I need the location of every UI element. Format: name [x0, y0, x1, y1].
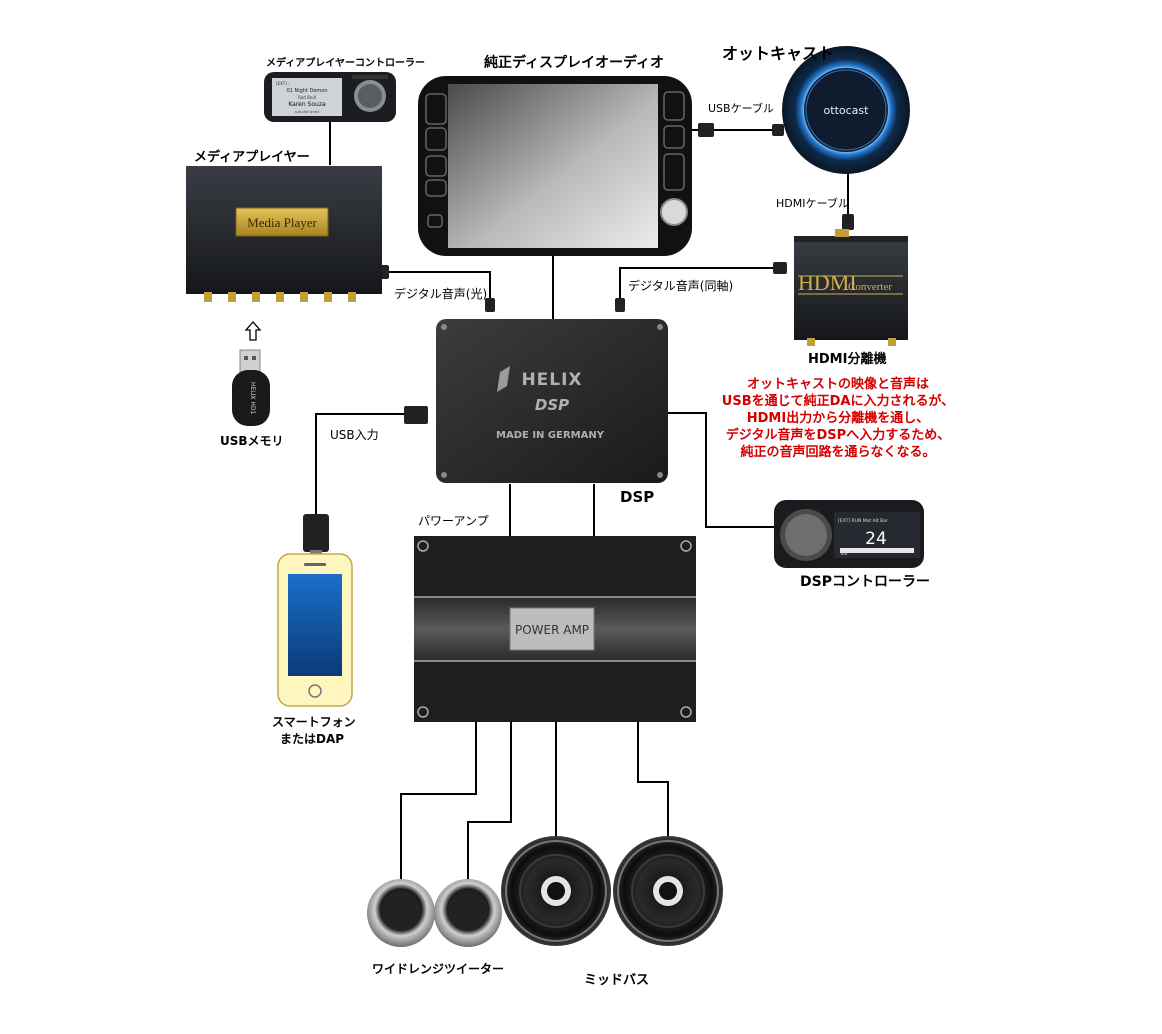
label-dsp: DSP — [620, 488, 655, 506]
cable-usb-input — [315, 413, 404, 520]
connectors — [303, 123, 854, 560]
dsp-controller-vol: Vol — [840, 551, 847, 557]
label-media-player: メディアプレイヤー — [194, 150, 310, 165]
smartphone — [277, 553, 353, 707]
cables — [315, 121, 849, 884]
note-text: オットキャストの映像と音声は USBを通じて純正DAに入力されるが、 HDMI出… — [700, 376, 976, 461]
label-hdmi-splitter: HDMI分離機 — [808, 352, 887, 367]
label-digital-coax: デジタル音声(同軸) — [628, 279, 734, 293]
power-amp — [414, 536, 696, 722]
helix-dsp — [436, 319, 668, 483]
label-smartphone-2: またはDAP — [280, 732, 345, 746]
label-head-unit: 純正ディスプレイオーディオ — [484, 55, 665, 71]
note-line: USBを通じて純正DAに入力されるが、 — [721, 394, 955, 409]
note-line: 純正の音声回路を通らなくなる。 — [740, 445, 936, 460]
dsp-controller-header: [EXT] RUN Mot Alt Bar — [838, 518, 888, 524]
usb-memory — [232, 349, 270, 426]
note-line: オットキャストの映像と音声は — [746, 377, 929, 392]
label-usb-cable: USBケーブル — [708, 102, 774, 115]
head-unit — [418, 76, 692, 256]
hdmi-converter-big: HDMI — [798, 270, 857, 295]
hdmi-converter — [794, 229, 908, 346]
ottocast-logo: ottocast — [824, 104, 870, 117]
label-usb-input: USB入力 — [330, 428, 379, 442]
tweeter-left — [367, 879, 435, 947]
helix-brand: HELIX — [521, 370, 582, 390]
mpc-line3: Rod Stull — [298, 95, 316, 100]
mpc-line2: 01 Night Demon — [287, 88, 328, 94]
cable-amp-tweet-1 — [400, 722, 477, 884]
media-player — [186, 166, 382, 302]
media-controller — [264, 72, 396, 122]
mpc-line5: sub-title artist — [295, 110, 320, 114]
cable-coax — [619, 267, 786, 308]
cable-amp-tweet-2 — [467, 722, 512, 884]
ottocast — [782, 46, 910, 174]
tweeter-right — [434, 879, 502, 947]
cable-amp-woof-2 — [637, 722, 669, 836]
label-tweeter: ワイドレンジツイーター — [372, 962, 505, 976]
dsp-controller — [774, 500, 924, 568]
arrow-up-icon — [244, 321, 262, 341]
note-line: デジタル音声をDSPへ入力するため、 — [725, 428, 951, 443]
usb-stick-text: HELIX HD1 — [249, 382, 256, 415]
note-line: HDMI出力から分離機を通し、 — [746, 411, 930, 426]
power-amp-plate-text: POWER AMP — [515, 623, 589, 637]
midbass-right — [613, 836, 723, 946]
label-digital-optical: デジタル音声(光) — [394, 287, 488, 301]
helix-logo-icon — [497, 366, 510, 392]
hdmi-converter-small: Converter — [848, 281, 892, 293]
label-power-amp: パワーアンプ — [418, 514, 489, 528]
label-media-controller: メディアプレイヤーコントローラー — [266, 58, 425, 69]
label-hdmi-cable: HDMIケーブル — [776, 197, 849, 210]
cable-optical — [384, 271, 491, 308]
mpc-line4: Karen Souza — [288, 101, 326, 108]
label-midbass: ミッドバス — [584, 973, 650, 988]
mpc-line1: [EXT] - — [276, 81, 290, 86]
media-player-plate-text: Media Player — [247, 215, 317, 230]
cable-dsp-controller — [668, 412, 776, 528]
helix-dsp-text: DSP — [535, 396, 569, 414]
label-smartphone-1: スマートフォン — [272, 715, 356, 729]
dsp-controller-value: 24 — [865, 529, 887, 549]
label-ottocast: オットキャスト — [722, 44, 835, 63]
helix-made: MADE IN GERMANY — [496, 430, 605, 441]
midbass-left — [501, 836, 611, 946]
label-usb-memory: USBメモリ — [220, 434, 284, 448]
label-dsp-controller: DSPコントローラー — [800, 574, 930, 590]
